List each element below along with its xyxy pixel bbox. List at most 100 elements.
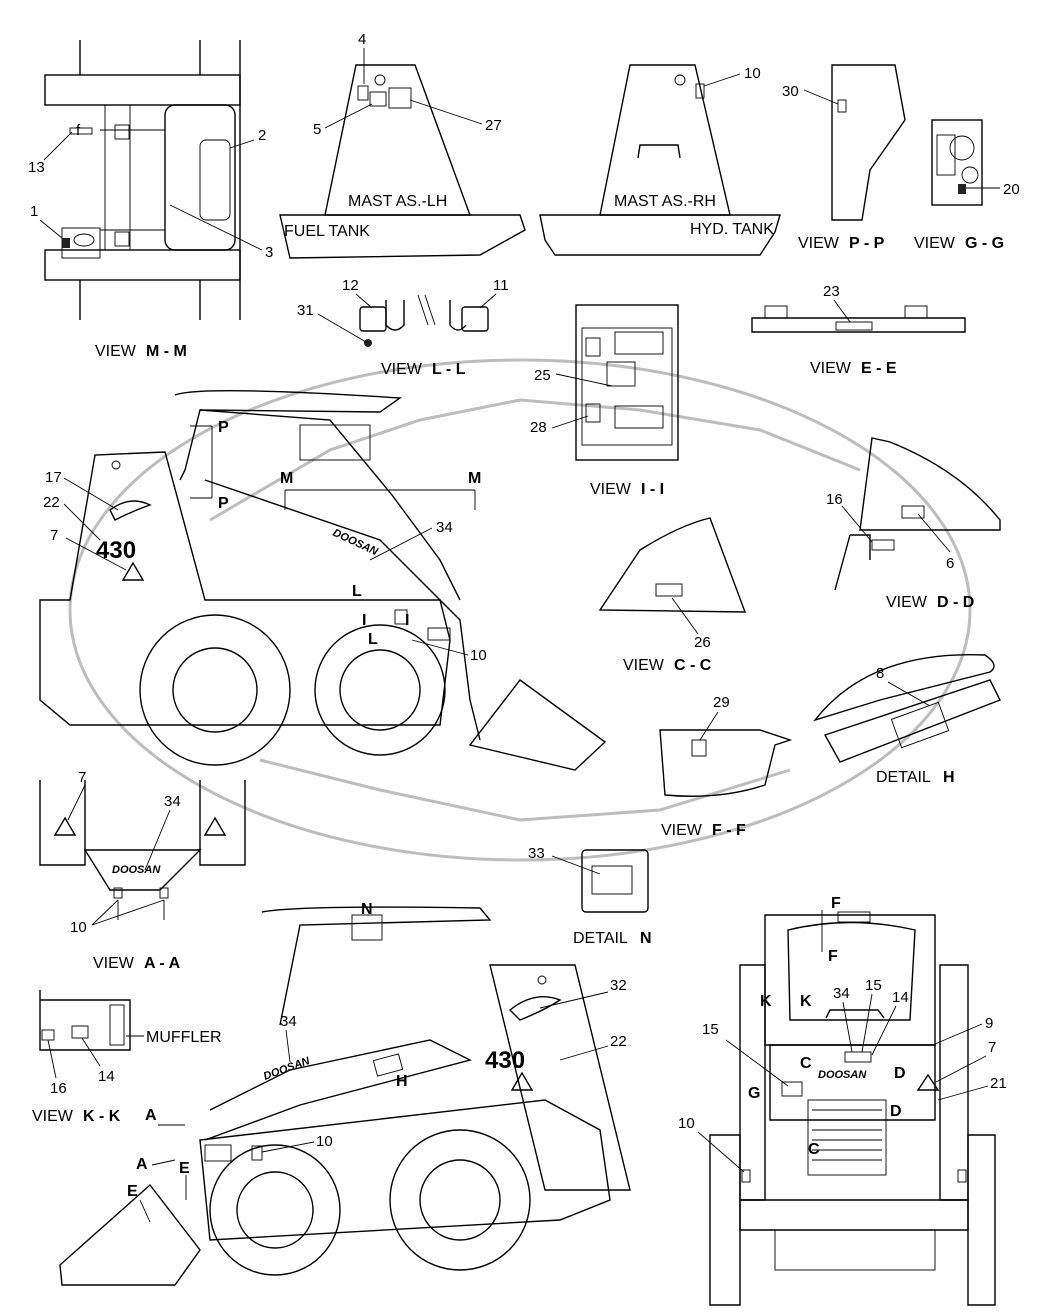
section-letter-N: N xyxy=(361,901,373,918)
view-l-l-drawing xyxy=(359,294,489,347)
section-letter-C-left: C xyxy=(800,1055,812,1072)
leader-28 xyxy=(551,415,589,429)
callout-10-mast: 10 xyxy=(744,65,761,82)
view-p-p-prefix: VIEW xyxy=(798,235,840,252)
view-m-m-id: M - M xyxy=(146,343,187,360)
section-letter-E-lower: E xyxy=(127,1183,138,1200)
section-letter-I-right: I xyxy=(405,612,409,629)
callout-25: 25 xyxy=(534,367,551,384)
callout-31: 31 xyxy=(297,302,314,319)
view-f-f-prefix: VIEW xyxy=(661,822,703,839)
mast-rh-drawing xyxy=(539,64,781,256)
callout-7-left: 7 xyxy=(50,527,58,544)
callout-7-aa: 7 xyxy=(78,769,86,786)
section-letter-L-bottom: L xyxy=(368,631,378,648)
leader-8 xyxy=(887,681,931,707)
leader-10-mast xyxy=(703,73,741,87)
section-letter-A-lower: A xyxy=(136,1156,148,1173)
view-k-k-prefix: VIEW xyxy=(32,1108,74,1125)
callout-11: 11 xyxy=(493,277,509,294)
view-m-m-drawing xyxy=(44,40,241,320)
callout-20: 20 xyxy=(1003,181,1020,198)
leader-16-dd xyxy=(841,505,873,543)
leader-29 xyxy=(699,711,719,741)
view-m-m-callouts: 13 f 1 2 3 xyxy=(28,122,273,261)
callout-13: 13 xyxy=(28,159,45,176)
callout-14-rear: 14 xyxy=(892,989,909,1006)
callout-23: 23 xyxy=(823,283,840,300)
view-g-g-prefix: VIEW xyxy=(914,235,956,252)
loader-right-side-callouts: N 32 22 34 H 10 A A E E xyxy=(127,901,627,1223)
view-i-i-drawing xyxy=(575,304,679,461)
section-letter-M-left: M xyxy=(280,470,293,487)
callout-12: 12 xyxy=(342,277,359,294)
view-l-l-prefix: VIEW xyxy=(381,361,423,378)
leader-5 xyxy=(324,103,373,129)
callout-34-right: 34 xyxy=(280,1013,297,1030)
callout-15-rear-right: 15 xyxy=(865,977,882,994)
section-letter-I-left: I xyxy=(362,612,366,629)
section-letter-D-lower: D xyxy=(890,1103,902,1120)
view-f-f-drawing xyxy=(659,729,793,797)
leader-33 xyxy=(551,855,601,875)
callout-7-rear: 7 xyxy=(988,1039,996,1056)
section-letter-P-top: P xyxy=(218,419,229,436)
section-letter-A-upper: A xyxy=(145,1107,157,1124)
leader-30 xyxy=(803,89,839,105)
section-letter-D-right: D xyxy=(894,1065,906,1082)
leader-25 xyxy=(555,373,613,387)
view-e-e-id: E - E xyxy=(861,360,897,377)
leader-12 xyxy=(355,293,373,309)
view-g-g-drawing xyxy=(931,119,983,206)
loader-rear-view-drawing: DOOSAN xyxy=(709,911,996,1306)
view-c-c-drawing xyxy=(598,517,747,613)
callout-10-rear: 10 xyxy=(678,1115,695,1132)
mast-rh-label: MAST AS.-RH xyxy=(614,193,716,210)
detail-h-prefix: DETAIL xyxy=(876,769,931,786)
leader-16-kk xyxy=(47,1039,57,1079)
leader-31 xyxy=(317,313,367,343)
callout-21: 21 xyxy=(990,1075,1007,1092)
callout-10-left: 10 xyxy=(470,647,487,664)
callout-5: 5 xyxy=(313,121,321,138)
section-letter-P-bottom: P xyxy=(218,495,229,512)
view-l-l-id: L - L xyxy=(432,361,466,378)
leader-26 xyxy=(671,597,699,635)
leader-27 xyxy=(409,99,483,125)
loader-left-side-callouts: 17 22 7 34 10 P P M M L L I I xyxy=(43,419,487,664)
detail-n-prefix: DETAIL xyxy=(573,930,628,947)
view-d-d-id: D - D xyxy=(937,594,974,611)
section-letter-G: G xyxy=(748,1085,760,1102)
leader-11 xyxy=(479,293,497,309)
brand-badge-right: DOOSAN xyxy=(262,1055,312,1083)
section-letter-K-right: K xyxy=(800,993,812,1010)
detail-n-drawing xyxy=(581,849,649,913)
mast-lh-label: MAST AS.-LH xyxy=(348,193,447,210)
leader-14-kk xyxy=(81,1037,101,1067)
callout-34-left: 34 xyxy=(436,519,453,536)
model-badge-right: 430 xyxy=(485,1047,525,1074)
view-f-f-id: F - F xyxy=(712,822,746,839)
loader-left-side-drawing: 430 DOOSAN xyxy=(39,389,607,771)
callout-16-dd: 16 xyxy=(826,491,843,508)
detail-h-id: H xyxy=(943,769,955,786)
view-g-g-id: G - G xyxy=(965,235,1004,252)
view-a-a-drawing: DOOSAN xyxy=(39,780,246,920)
callout-30: 30 xyxy=(782,83,799,100)
callout-8: 8 xyxy=(876,665,884,682)
callout-14-kk: 14 xyxy=(98,1068,115,1085)
section-letter-H: H xyxy=(396,1073,408,1090)
callout-6: 6 xyxy=(946,555,954,572)
view-d-d-drawing xyxy=(834,437,1001,591)
callout-26: 26 xyxy=(694,634,711,651)
section-letter-K-left: K xyxy=(760,993,772,1010)
brand-badge-front: DOOSAN xyxy=(112,864,161,876)
watermark xyxy=(68,358,972,862)
detail-n-id: N xyxy=(640,930,652,947)
section-letter-F-top: F xyxy=(831,895,841,912)
callout-27: 27 xyxy=(485,117,502,134)
callout-10-aa: 10 xyxy=(70,919,87,936)
callout-22-right: 22 xyxy=(610,1033,627,1050)
leader-7-aa xyxy=(67,784,86,821)
